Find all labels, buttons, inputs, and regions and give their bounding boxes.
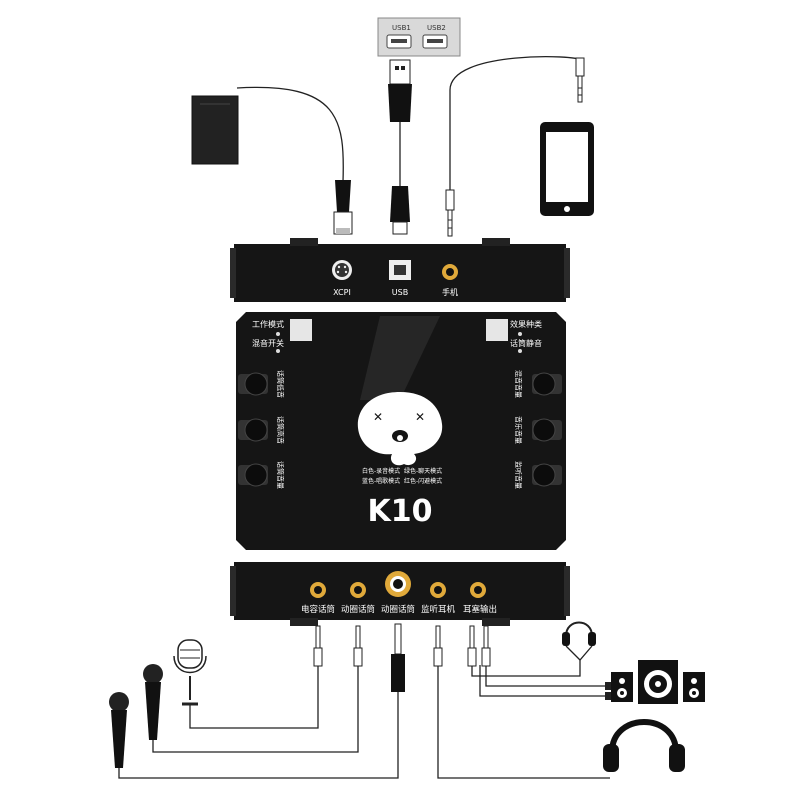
monitor-headphone-label: 监听耳机 bbox=[421, 604, 456, 615]
dynamic-mic-jack-1[interactable] bbox=[350, 582, 366, 598]
usb2-label: USB2 bbox=[427, 24, 446, 32]
mode-legend-green: 绿色-聊天模式 bbox=[404, 467, 442, 475]
monitor-volume-label: 监听音量 bbox=[514, 461, 523, 489]
xcpi-port-label: XCPI bbox=[333, 288, 351, 297]
condenser-mic-jack[interactable] bbox=[310, 582, 326, 598]
headphones-icon bbox=[603, 719, 685, 772]
dynamic-mic-label-2: 动圈话筒 bbox=[381, 604, 415, 615]
work-mode-button[interactable] bbox=[290, 319, 312, 341]
svg-text:✕: ✕ bbox=[373, 410, 383, 424]
usb-a-plug bbox=[388, 59, 412, 122]
earbud-plug-b bbox=[481, 625, 491, 667]
earbud-plug-a bbox=[467, 625, 477, 667]
mix-switch-led bbox=[276, 349, 280, 353]
mix-switch-label: 混音开关 bbox=[252, 338, 284, 348]
dynamic-mic-plug-2 bbox=[391, 623, 405, 692]
mic-volume-knob[interactable] bbox=[238, 463, 268, 487]
usb-port-icon bbox=[386, 34, 412, 49]
power-adapter-icon bbox=[191, 95, 239, 165]
earbud-output-jack[interactable] bbox=[470, 582, 486, 598]
earbud-output-label: 耳塞输出 bbox=[463, 604, 497, 615]
mic-volume-label: 话筒音量 bbox=[276, 461, 285, 489]
usb-b-port[interactable] bbox=[389, 260, 411, 280]
dynamic-mic-jack-2[interactable] bbox=[385, 571, 411, 597]
work-mode-label: 工作模式 bbox=[252, 319, 284, 329]
smartphone-icon bbox=[540, 122, 594, 216]
usb-b-plug bbox=[390, 186, 410, 235]
earphones-icon bbox=[562, 621, 596, 661]
aux-plug-device-side bbox=[445, 189, 455, 237]
svg-text:✕: ✕ bbox=[415, 410, 425, 424]
top-panel: XCPI USB 手机 bbox=[230, 238, 570, 302]
mode-legend-red: 红色-闪避模式 bbox=[404, 477, 442, 485]
effect-type-label: 效果种类 bbox=[510, 319, 542, 329]
monitor-headphone-plug bbox=[433, 625, 443, 667]
effect-type-led bbox=[518, 332, 522, 336]
mode-legend-white: 白色-录音模式 bbox=[362, 467, 400, 475]
mic-mute-led bbox=[518, 349, 522, 353]
condenser-microphone-icon bbox=[173, 639, 207, 706]
effect-type-button[interactable] bbox=[486, 319, 508, 341]
dynamic-microphone-icon bbox=[109, 692, 129, 768]
dynamic-mic-label-1: 动圈话筒 bbox=[341, 604, 375, 615]
monitor-volume-knob[interactable] bbox=[532, 463, 562, 487]
mode-legend-blue: 蓝色-唱歌模式 bbox=[362, 477, 400, 485]
work-mode-led bbox=[276, 332, 280, 336]
mix-volume-label: 混音音量 bbox=[514, 370, 523, 398]
mic-treble-knob[interactable] bbox=[238, 418, 268, 442]
bottom-plugs bbox=[313, 623, 491, 692]
music-volume-knob[interactable] bbox=[532, 418, 562, 442]
mic-mute-label: 话筒静音 bbox=[510, 338, 542, 348]
usb-port-icon bbox=[422, 34, 448, 49]
mic-bass-label: 话筒低音 bbox=[276, 370, 285, 398]
cables bbox=[118, 56, 610, 779]
brand-model-label: K10 bbox=[368, 494, 433, 529]
xcpi-plug bbox=[333, 180, 353, 235]
computer-usb-hub: USB1 USB2 bbox=[377, 17, 461, 57]
usb1-label: USB1 bbox=[392, 24, 411, 32]
dynamic-microphone-icon bbox=[143, 664, 163, 740]
speakers-icon bbox=[611, 660, 705, 704]
phone-port-label: 手机 bbox=[442, 287, 458, 297]
dynamic-mic-plug-1 bbox=[353, 625, 363, 667]
xcpi-port[interactable] bbox=[332, 260, 352, 280]
phone-jack[interactable] bbox=[442, 264, 458, 280]
main-panel: 工作模式 混音开关 效果种类 话筒静音 话筒低音 话筒高音 话筒音量 bbox=[236, 312, 566, 550]
bottom-panel: 电容话筒 动圈话筒 动圈话筒 监听耳机 耳塞输出 bbox=[230, 562, 570, 626]
mix-volume-knob[interactable] bbox=[532, 372, 562, 396]
usb-port-label: USB bbox=[392, 288, 408, 297]
mascot-face-logo: ✕ ✕ bbox=[357, 392, 443, 466]
condenser-mic-plug bbox=[313, 625, 323, 667]
condenser-mic-label: 电容话筒 bbox=[301, 604, 335, 615]
music-volume-label: 音乐音量 bbox=[514, 416, 523, 444]
monitor-headphone-jack[interactable] bbox=[430, 582, 446, 598]
mic-treble-label: 话筒高音 bbox=[276, 416, 285, 444]
aux-plug-phone-side bbox=[575, 57, 585, 103]
mic-bass-knob[interactable] bbox=[238, 372, 268, 396]
